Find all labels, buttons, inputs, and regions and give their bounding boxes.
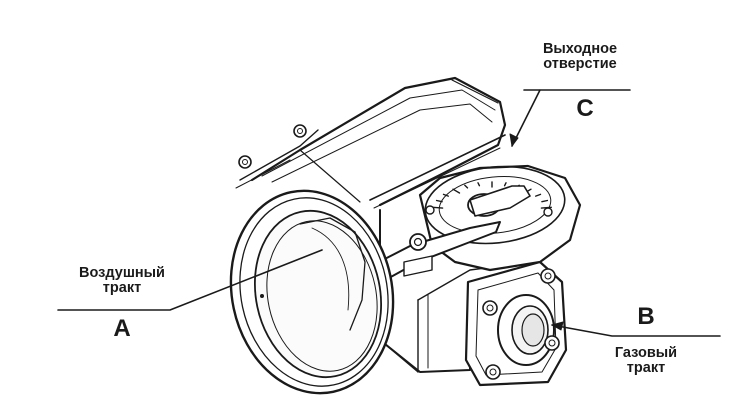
dial-tick	[432, 206, 444, 209]
leader-outlet	[511, 89, 631, 147]
leader-air	[57, 249, 323, 311]
air-letter: A	[113, 315, 131, 342]
dial-tick	[503, 182, 507, 187]
dial-tick	[435, 199, 443, 203]
air-inlet-flange	[229, 189, 395, 395]
gas-label-line1: Газовый	[614, 345, 678, 361]
air-label-line2: тракт	[102, 280, 142, 297]
gas-label: Газовый тракт	[586, 345, 706, 377]
dial-tick	[541, 199, 549, 203]
dial-tick	[452, 188, 461, 194]
air-label: Воздушный тракт	[62, 265, 182, 297]
outlet-label-line2: отверстие	[543, 56, 617, 73]
dial-tick	[464, 184, 469, 189]
air-label-line1: Воздушный	[79, 265, 165, 281]
gas-letter: B	[637, 303, 655, 330]
body-shell	[235, 76, 507, 209]
outlet-label-line1: Выходное	[542, 41, 618, 57]
dial-plate	[418, 164, 582, 272]
gas-label-line2: тракт	[626, 360, 666, 377]
outlet-label: Выходное отверстие	[520, 41, 640, 73]
leader-lines	[57, 89, 721, 337]
dial-tick	[535, 193, 542, 197]
gas-flange	[464, 260, 568, 387]
dial-tick	[442, 193, 449, 197]
outlet-letter: C	[576, 95, 594, 122]
dial-tick	[477, 182, 481, 187]
leader-gas	[551, 324, 721, 337]
